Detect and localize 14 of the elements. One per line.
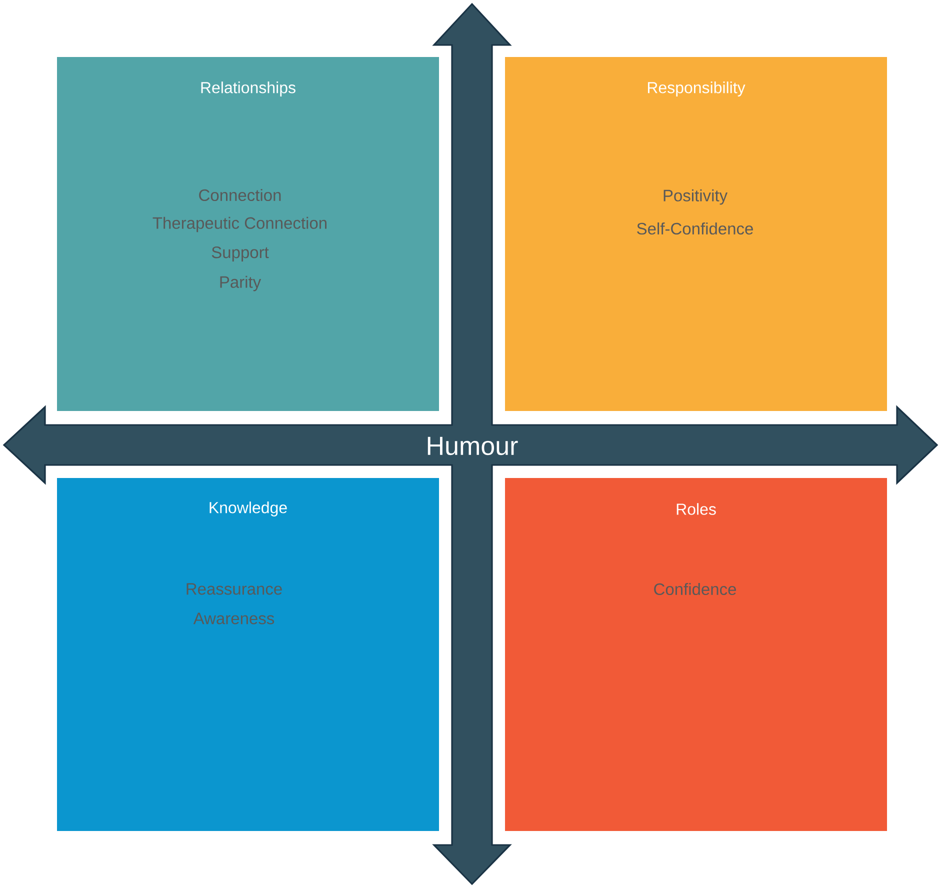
list-text: Support [212, 246, 269, 262]
heading-text: Responsibility [648, 82, 746, 96]
list-text: Awareness [193, 612, 274, 624]
list-text: Connection [199, 188, 281, 202]
list-text: Confidence [654, 582, 736, 596]
list-text: Reassurance [186, 583, 282, 595]
axis-label: Humour [428, 436, 518, 456]
list-text: Therapeutic Connection [152, 216, 326, 232]
heading-text: Roles [676, 503, 716, 515]
heading-text: Relationships [201, 82, 296, 96]
heading-text: Knowledge [210, 502, 287, 516]
list-text: Parity [220, 276, 262, 292]
list-text: Self-Confidence [637, 222, 753, 235]
list-text: Positivity [664, 189, 728, 205]
